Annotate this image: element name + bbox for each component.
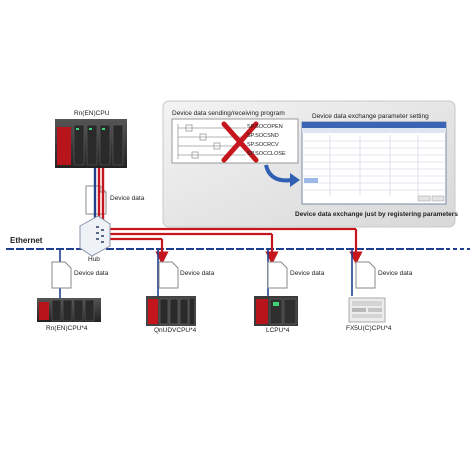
station-1-cpu-label: Rn(EN)CPU*4 [46, 325, 88, 332]
ethernet-label: Ethernet [10, 236, 43, 245]
station-4-device-data-label: Device data [378, 270, 413, 277]
station-2-plc [146, 296, 196, 326]
station-3-plc [254, 296, 298, 326]
station-2-cpu-label: QnUDVCPU*4 [154, 327, 197, 334]
master-cpu-rack [55, 119, 127, 168]
station-4-cpu-label: FX5U(C)CPU*4 [346, 325, 392, 332]
hub-icon [79, 215, 111, 257]
instruction-socopen: SP.SOCOPEN [247, 124, 283, 130]
master-cpu-label: Rn(EN)CPU [74, 110, 110, 117]
parameter-title: Device data exchange parameter setting [312, 113, 429, 120]
callout-panel [162, 100, 456, 228]
distribution-links [106, 227, 363, 265]
station-1-plc [37, 298, 101, 322]
instruction-socclose: SP.SOCCLOSE [247, 151, 286, 157]
station-2-device-data-label: Device data [180, 270, 215, 277]
instruction-socsnd: SP.SOCSND [247, 133, 279, 139]
station-1-device-data-label: Device data [74, 270, 109, 277]
station-4-plc [348, 297, 386, 323]
program-title: Device data sending/receiving program [172, 110, 285, 117]
master-device-data-label: Device data [110, 195, 145, 202]
station-device-data-icons [51, 261, 376, 289]
cross-mark-icon [221, 121, 259, 163]
station-3-cpu-label: LCPU*4 [266, 327, 290, 334]
parameter-window [301, 121, 447, 205]
hub-label: Hub [88, 256, 100, 263]
instruction-socrcv: SP.SOCRCV [247, 142, 279, 148]
station-3-device-data-label: Device data [290, 270, 325, 277]
program-box [171, 118, 299, 164]
master-links [93, 168, 105, 222]
callout-caption: Device data exchange just by registering… [295, 211, 458, 218]
transition-arrow-icon [264, 164, 293, 183]
